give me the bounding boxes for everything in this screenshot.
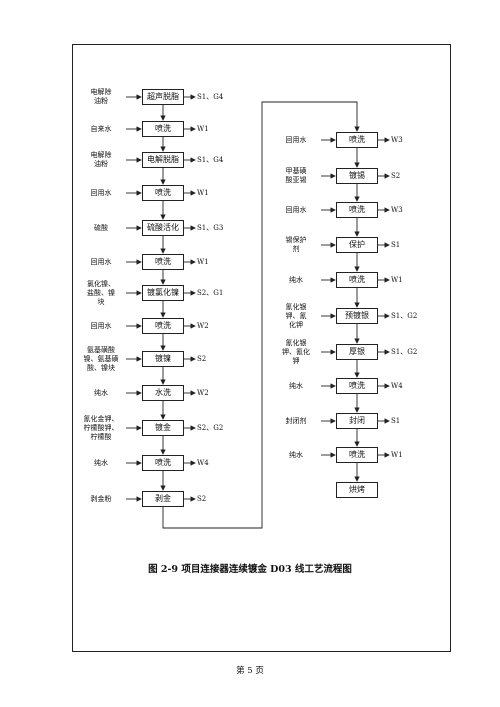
left-step-box: 镀氯化镍 <box>142 285 184 301</box>
figure-caption: 图 2-9 项目连接器连续镀金 D03 线工艺流程图 <box>148 564 352 575</box>
left-step-output-label: W1 <box>197 257 209 266</box>
left-step-box: 喷洗 <box>142 455 184 471</box>
left-step-box: 镀镍 <box>142 351 184 367</box>
left-step-box: 喷洗 <box>142 318 184 334</box>
right-step-box: 保护 <box>336 237 378 253</box>
left-step-input-label: 纯水 <box>94 388 108 397</box>
right-step-box: 封闭 <box>336 413 378 429</box>
right-step-input-label: 纯水 <box>289 275 303 284</box>
right-step-input-label: 纯水 <box>289 450 303 459</box>
left-step-box: 水洗 <box>142 385 184 401</box>
right-step-output-label: S1、G2 <box>391 347 418 356</box>
right-step-box: 喷洗 <box>336 272 378 288</box>
left-step-input-label: 氰化金钾、 柠檬酸钾、 柠檬酸 <box>83 414 119 441</box>
left-step-output-label: S2 <box>197 354 207 363</box>
left-step-box: 剥金 <box>142 491 184 507</box>
right-step-input-label: 氰化银 钾、氰 化钾 <box>285 302 307 329</box>
right-step-box: 厚银 <box>336 344 378 360</box>
left-step-output-label: W1 <box>197 124 209 133</box>
left-step-output-label: W4 <box>197 458 209 467</box>
left-step-input-label: 回用水 <box>90 257 112 266</box>
page-frame <box>72 44 451 652</box>
left-step-output-label: S2、G2 <box>197 423 224 432</box>
left-step-box: 镀金 <box>142 420 184 436</box>
right-step-box: 喷洗 <box>336 132 378 148</box>
right-step-input-label: 回用水 <box>285 205 307 214</box>
left-step-input-label: 回用水 <box>90 188 112 197</box>
left-step-input-label: 回用水 <box>90 321 112 330</box>
left-step-output-label: S1、G4 <box>197 155 224 164</box>
left-step-output-label: S1、G3 <box>197 223 224 232</box>
left-step-input-label: 电解除 油粉 <box>90 88 112 105</box>
right-step-input-label: 纯水 <box>289 381 303 390</box>
right-step-output-label: W3 <box>391 135 403 144</box>
right-step-output-label: S2 <box>391 171 401 180</box>
right-step-output-label: S1 <box>391 416 401 425</box>
left-step-input-label: 电解除 油粉 <box>90 151 112 168</box>
left-step-output-label: W2 <box>197 321 209 330</box>
right-step-input-label: 回用水 <box>285 135 307 144</box>
right-step-input-label: 氰化银 钾、氰化 钾 <box>282 338 310 365</box>
left-step-output-label: S2、G1 <box>197 288 224 297</box>
right-step-output-label: S1 <box>391 240 401 249</box>
left-step-box: 喷洗 <box>142 185 184 201</box>
right-step-input-label: 封闭剂 <box>285 416 307 425</box>
left-step-input-label: 自来水 <box>90 124 112 133</box>
left-step-box: 电解脱脂 <box>142 152 184 168</box>
left-step-box: 硫酸活化 <box>142 220 184 236</box>
right-step-box: 喷洗 <box>336 378 378 394</box>
right-step-box: 预镀银 <box>336 308 378 324</box>
left-step-output-label: S1、G4 <box>197 92 224 101</box>
right-step-output-label: W1 <box>391 450 403 459</box>
left-step-output-label: W1 <box>197 188 209 197</box>
left-step-output-label: W2 <box>197 388 209 397</box>
left-step-box: 喷洗 <box>142 254 184 270</box>
left-step-input-label: 氨基磺酸 镍、氨基磺 酸、镍块 <box>83 345 119 372</box>
left-step-input-label: 剥金粉 <box>90 494 112 503</box>
left-step-input-label: 纯水 <box>94 458 108 467</box>
right-step-input-label: 甲基磺 酸亚锡 <box>285 167 307 184</box>
right-step-output-label: W3 <box>391 205 403 214</box>
right-step-output-label: W1 <box>391 275 403 284</box>
right-step-box: 喷洗 <box>336 202 378 218</box>
right-step-input-label: 锡保护 剂 <box>285 236 307 253</box>
right-step-output-label: S1、G2 <box>391 311 418 320</box>
left-step-input-label: 氯化镍、 盐酸、镍 块 <box>87 279 115 306</box>
left-step-box: 喷洗 <box>142 121 184 137</box>
right-step-box: 喷洗 <box>336 447 378 463</box>
page-number: 第 5 页 <box>236 666 264 676</box>
left-step-output-label: S2 <box>197 494 207 503</box>
right-step-output-label: W4 <box>391 381 403 390</box>
right-step-box: 烘烤 <box>336 482 378 498</box>
right-step-box: 镀锡 <box>336 168 378 184</box>
left-step-input-label: 硫酸 <box>94 223 108 232</box>
left-step-box: 超声脱脂 <box>142 89 184 105</box>
